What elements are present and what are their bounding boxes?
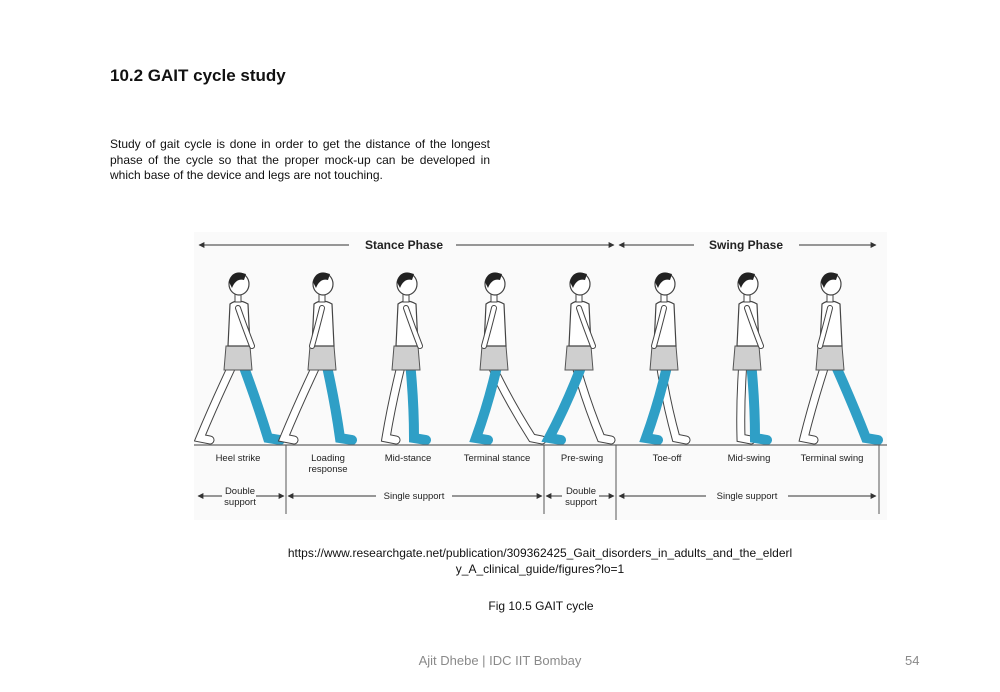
- hair: [397, 272, 414, 288]
- walking-figure: [798, 272, 883, 445]
- phase-label: Terminal swing: [801, 453, 864, 464]
- shorts: [649, 345, 679, 371]
- shorts: [223, 345, 253, 371]
- walking-figure: [639, 272, 691, 445]
- source-url-line2[interactable]: y_A_clinical_guide/figures?lo=1: [455, 562, 625, 576]
- left-leg: [195, 358, 238, 444]
- phase-label: Mid-stance: [385, 453, 431, 464]
- left-leg: [381, 358, 406, 444]
- shorts: [391, 345, 421, 371]
- hair: [570, 272, 587, 288]
- gait-cycle-figure: Stance Phase Swing Phase Heel strike Loa…: [194, 232, 887, 520]
- arm: [577, 306, 595, 348]
- hair: [313, 272, 330, 288]
- walking-figures: [194, 272, 883, 445]
- right-leg: [541, 357, 588, 445]
- right-leg: [237, 357, 285, 445]
- stance-phase-label: Stance Phase: [365, 238, 443, 252]
- phase-label: Pre-swing: [561, 453, 603, 464]
- walking-figure: [541, 272, 616, 445]
- shorts: [479, 345, 509, 371]
- right-leg: [405, 357, 431, 445]
- walking-figure: [732, 272, 772, 445]
- right-leg: [321, 357, 357, 445]
- arm: [404, 306, 422, 348]
- shorts: [307, 345, 337, 371]
- walking-figure: [277, 272, 357, 445]
- shorts: [564, 345, 594, 371]
- phase-label: Mid-swing: [728, 453, 771, 464]
- arm: [818, 306, 832, 348]
- figure-caption: Fig 10.5 GAIT cycle: [488, 599, 594, 613]
- arm: [745, 306, 763, 348]
- section-heading: 10.2 GAIT cycle study: [110, 66, 286, 85]
- phase-label: Terminal stance: [464, 453, 531, 464]
- hair: [655, 272, 672, 288]
- left-leg: [279, 358, 322, 444]
- walking-figure: [380, 272, 431, 445]
- arm: [652, 306, 666, 348]
- support-label: Single support: [384, 491, 445, 502]
- phase-label: Toe-off: [653, 453, 682, 464]
- page-number: 54: [905, 653, 920, 668]
- walking-figure: [194, 272, 285, 445]
- gait-cycle-diagram: Stance Phase Swing Phase Heel strike Loa…: [194, 238, 887, 520]
- right-leg: [469, 357, 503, 445]
- right-leg: [829, 357, 883, 445]
- hair: [821, 272, 838, 288]
- shorts: [732, 345, 762, 371]
- hair: [485, 272, 502, 288]
- right-leg: [639, 357, 673, 445]
- arm: [310, 306, 324, 348]
- walking-figure: [469, 272, 547, 445]
- support-label: Single support: [717, 491, 778, 502]
- source-url-line1[interactable]: https://www.researchgate.net/publication…: [287, 546, 793, 560]
- shorts: [815, 345, 845, 371]
- source-url[interactable]: https://www.researchgate.net/publication…: [230, 545, 850, 577]
- intro-paragraph: Study of gait cycle is done in order to …: [110, 137, 490, 182]
- arm: [236, 306, 254, 348]
- right-leg: [746, 357, 772, 445]
- arm: [482, 306, 496, 348]
- swing-phase-label: Swing Phase: [709, 238, 783, 252]
- hair: [229, 272, 246, 288]
- page-footer: Ajit Dhebe | IDC IIT Bombay: [418, 653, 582, 668]
- phase-label: Heel strike: [216, 453, 261, 464]
- hair: [738, 272, 755, 288]
- left-leg: [799, 358, 830, 444]
- left-leg: [737, 358, 755, 444]
